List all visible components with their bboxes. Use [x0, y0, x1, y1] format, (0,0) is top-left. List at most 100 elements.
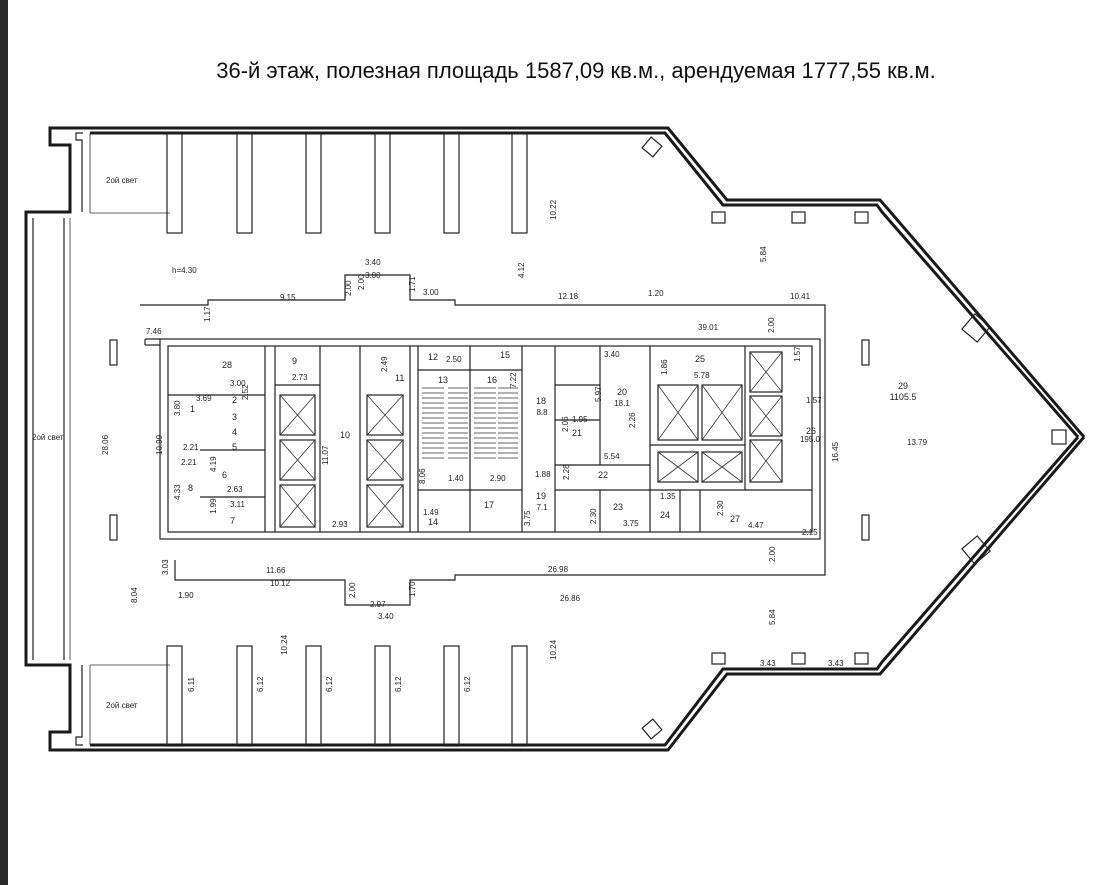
room-26: 26 — [806, 426, 816, 436]
dim-5-54: 5.54 — [604, 452, 620, 461]
dim-39-01: 39.01 — [698, 323, 719, 332]
room-numbers: 1 2 3 4 5 6 7 8 9 10 11 12 13 14 15 16 1… — [188, 350, 816, 527]
slab-edge-top — [140, 274, 826, 338]
dim-6-12-b: 6.12 — [325, 676, 334, 692]
dim-11-07: 11.07 — [321, 445, 330, 465]
room-22: 22 — [598, 470, 608, 480]
dim-1-95: 1.95 — [572, 415, 588, 424]
dim-3-80: 3.80 — [173, 400, 182, 416]
dim-3-11: 3.11 — [230, 500, 246, 509]
room-29-area: 1105.5 — [890, 392, 917, 402]
dim-10-41: 10.41 — [790, 292, 811, 301]
dim-2-52: 2.52 — [241, 384, 250, 400]
dim-13-79: 13.79 — [907, 438, 928, 447]
dim-3-40-b: 3.40 — [604, 350, 620, 359]
dim-3-69: 3.69 — [196, 394, 212, 403]
dim-5-84-top: 5.84 — [759, 246, 768, 262]
fins-top — [166, 132, 528, 234]
dim-3-43-a: 3.43 — [760, 659, 776, 668]
dim-2-00-e: 2.00 — [768, 546, 777, 562]
stairs — [422, 387, 518, 459]
dim-10-12: 10.12 — [270, 579, 291, 588]
room-24: 24 — [660, 510, 670, 520]
dim-10-24-b: 10.24 — [549, 639, 558, 660]
dim-1-35: 1.35 — [660, 492, 676, 501]
dim-3-00: 3.00 — [423, 288, 439, 297]
room-15: 15 — [500, 350, 510, 360]
room-8: 8 — [188, 483, 193, 493]
dimensions: 10.22 4.12 5.84 3.40 3.00 2.00 2.00 1.71… — [101, 199, 928, 692]
dim-26-98: 26.98 — [548, 565, 569, 574]
dim-1-71: 1.71 — [408, 276, 417, 292]
dim-1-57-b: 1.57 — [806, 396, 822, 405]
dim-2-15: 2.15 — [802, 528, 818, 537]
dim-2-21-b: 2.21 — [181, 458, 197, 467]
dim-4-33: 4.33 — [173, 484, 182, 500]
dim-1-88: 1.88 — [535, 470, 551, 479]
dim-10-24-a: 10.24 — [280, 634, 289, 655]
dim-5-84-b: 5.84 — [768, 609, 777, 625]
dim-8-06: 8.06 — [418, 468, 427, 484]
dim-2-21: 2.21 — [183, 443, 199, 452]
slab-edge-bottom — [174, 540, 826, 606]
room-20: 20 — [617, 387, 627, 397]
dim-26-86: 26.86 — [560, 594, 581, 603]
dim-2-50: 2.50 — [446, 355, 462, 364]
dim-2-97: 2.97 — [370, 600, 386, 609]
dim-4-19: 4.19 — [209, 456, 218, 472]
dim-3-00-b: 3.00 — [230, 379, 246, 388]
room-13: 13 — [438, 375, 448, 385]
dim-10-99: 10.99 — [155, 434, 164, 455]
dim-6-12-d: 6.12 — [463, 676, 472, 692]
double-height-label-top: 2ой свет — [106, 176, 138, 185]
side-windows — [109, 339, 870, 541]
dim-7-22: 7.22 — [509, 372, 518, 388]
room-17: 17 — [484, 500, 494, 510]
room-18: 18 — [536, 396, 546, 406]
dim-1-49: 1.49 — [423, 508, 439, 517]
dim-1-57-a: 1.57 — [793, 346, 802, 362]
dim-2-30-b: 2.30 — [716, 500, 725, 516]
room-19: 19 — [536, 491, 546, 501]
dim-3-00-top: 3.00 — [365, 271, 381, 280]
area-labels: 2ой свет 2ой свет 2ой свет h=4.30 29 110… — [32, 176, 916, 710]
room-19-area: 7.1 — [536, 503, 548, 512]
dim-1-90: 1.90 — [178, 591, 194, 600]
room-7: 7 — [230, 516, 235, 526]
room-1: 1 — [190, 404, 195, 414]
dim-12-18: 12.18 — [558, 292, 579, 301]
room-26-area: 195.0 — [800, 435, 821, 444]
room-2: 2 — [232, 395, 237, 405]
dim-7-46: 7.46 — [146, 327, 162, 336]
room-3: 3 — [232, 412, 237, 422]
room-11: 11 — [395, 373, 404, 383]
dim-2-06: 2.06 — [561, 416, 570, 432]
dim-2-93: 2.93 — [332, 520, 348, 529]
dim-3-40-top: 3.40 — [365, 258, 381, 267]
dim-8-04: 8.04 — [130, 587, 139, 603]
dim-3-75-b: 3.75 — [623, 519, 639, 528]
double-height-label-bottom: 2ой свет — [106, 701, 138, 710]
room-5: 5 — [232, 442, 237, 452]
dim-2-90: 2.90 — [490, 474, 506, 483]
room-16: 16 — [487, 375, 497, 385]
room-4: 4 — [232, 427, 237, 437]
room-20-area: 18.1 — [614, 399, 630, 408]
dim-2-28: 2.28 — [562, 464, 571, 480]
dim-4-12: 4.12 — [517, 262, 526, 278]
dim-5-97: 5.97 — [594, 386, 603, 402]
scan-edge — [0, 0, 8, 885]
outer-walls — [24, 126, 1086, 752]
ceiling-height-label: h=4.30 — [172, 266, 197, 275]
room-25: 25 — [695, 354, 705, 364]
room-21: 21 — [572, 428, 582, 438]
room-14: 14 — [428, 517, 438, 527]
room-12: 12 — [428, 352, 438, 362]
dim-2-26: 2.26 — [628, 412, 637, 428]
room-6: 6 — [222, 470, 227, 480]
room-27: 27 — [730, 514, 740, 524]
double-height-label-left: 2ой свет — [32, 433, 64, 442]
dim-6-12-c: 6.12 — [394, 676, 403, 692]
dim-2-00-c: 2.00 — [767, 317, 776, 333]
